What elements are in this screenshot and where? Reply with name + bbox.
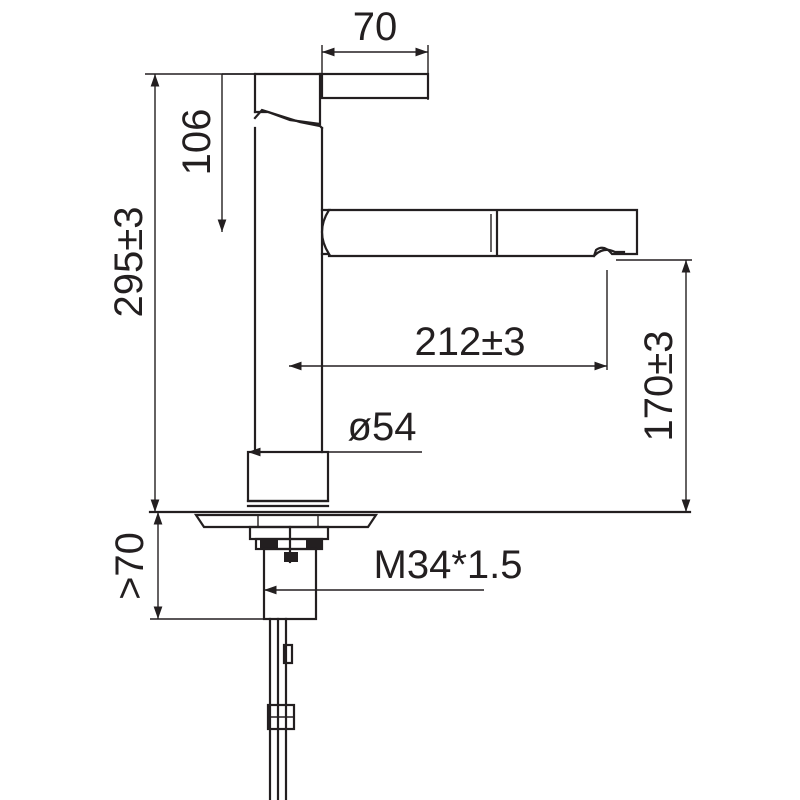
dim-mount-depth: >70 [108,512,264,620]
faucet-body [148,72,692,800]
mounting-plate [193,513,379,529]
threaded-shank [262,547,318,621]
dim-thread-label: M34*1.5 [374,543,523,587]
dim-total-height-label: 295±3 [107,207,151,318]
dim-handle-height-label: 106 [175,109,219,176]
dim-mount-depth-label: >70 [108,532,152,600]
dim-spout-reach-label: 212±3 [415,320,526,364]
base-collar [246,450,330,503]
dim-body-diameter: ø54 [248,405,422,457]
dim-handle-width-label: 70 [353,5,398,49]
aerator [592,248,626,258]
dim-spout-reach: 212±3 [289,270,608,371]
dim-handle-height: 106 [175,73,255,232]
handle-lever [320,72,430,100]
dim-spout-clearance: 170±3 [616,259,692,512]
dim-spout-clearance-label: 170±3 [637,331,681,442]
hose-clip [282,643,294,665]
dim-thread: M34*1.5 [264,543,523,595]
dim-handle-width: 70 [321,5,429,100]
spout [327,208,639,258]
dim-body-diameter-label: ø54 [348,405,417,449]
dim-total-height: 295±3 [107,73,255,512]
